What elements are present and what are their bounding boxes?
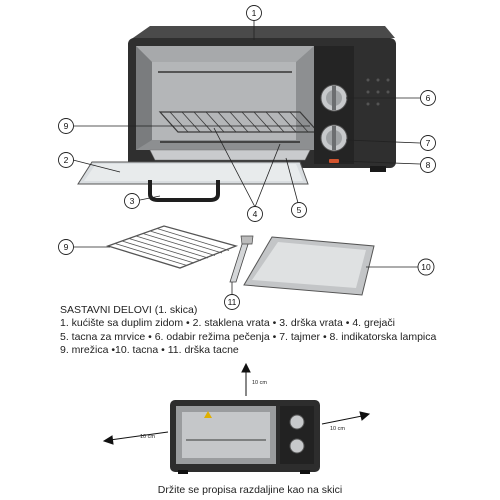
callout-11: 11 bbox=[224, 294, 240, 310]
clearance-top-label: 10 cm bbox=[252, 380, 267, 386]
oven-top bbox=[130, 26, 395, 40]
svg-text:7: 7 bbox=[426, 138, 431, 148]
callout-9-top: 9 bbox=[58, 118, 74, 134]
side-vents bbox=[366, 78, 390, 106]
svg-text:8: 8 bbox=[426, 160, 431, 170]
svg-text:1: 1 bbox=[252, 8, 257, 18]
parts-legend: SASTAVNI DELOVI (1. skica) 1. kućište sa… bbox=[60, 304, 480, 358]
parts-legend-line-1: 1. kućište sa duplim zidom • 2. staklena… bbox=[60, 317, 395, 330]
callout-1: 1 bbox=[246, 5, 262, 21]
parts-legend-line-2: 5. tacna za mrvice • 6. odabir režima pe… bbox=[60, 330, 437, 343]
tray-handle bbox=[229, 235, 254, 283]
door-handle bbox=[148, 180, 220, 202]
svg-text:10: 10 bbox=[421, 262, 431, 272]
svg-text:9: 9 bbox=[64, 121, 69, 131]
clearance-oven bbox=[170, 400, 320, 474]
parts-legend-line-3: 9. mrežica •10. tacna • 11. drška tacne bbox=[60, 344, 239, 357]
clearance-right-label: 10 cm bbox=[330, 426, 345, 432]
svg-text:6: 6 bbox=[426, 93, 431, 103]
callout-7: 7 bbox=[420, 135, 436, 151]
callout-10: 10 bbox=[417, 258, 435, 276]
callout-8: 8 bbox=[420, 157, 436, 173]
callout-9-rack: 9 bbox=[58, 239, 74, 255]
svg-text:2: 2 bbox=[64, 155, 69, 165]
wire-rack bbox=[105, 225, 239, 269]
svg-text:4: 4 bbox=[253, 209, 258, 219]
indicator-lamp bbox=[329, 159, 339, 163]
clearance-note: Držite se propisa razdaljine kao na skic… bbox=[157, 484, 343, 496]
callout-3: 3 bbox=[124, 193, 140, 209]
crumb-tray bbox=[149, 149, 311, 161]
mode-knob bbox=[320, 84, 348, 112]
callout-2: 2 bbox=[58, 152, 74, 168]
parts-legend-title: SASTAVNI DELOVI (1. skica) bbox=[60, 304, 198, 316]
baking-tray bbox=[243, 236, 375, 296]
svg-text:9: 9 bbox=[64, 242, 69, 252]
svg-text:3: 3 bbox=[130, 196, 135, 206]
callout-4: 4 bbox=[247, 206, 263, 222]
svg-text:5: 5 bbox=[297, 205, 302, 215]
timer-knob bbox=[320, 124, 348, 152]
callout-5: 5 bbox=[291, 202, 307, 218]
oven-main bbox=[77, 26, 396, 202]
svg-text:11: 11 bbox=[228, 297, 237, 307]
clearance-left-label: 10 cm bbox=[140, 434, 155, 440]
callout-6: 6 bbox=[420, 90, 436, 106]
